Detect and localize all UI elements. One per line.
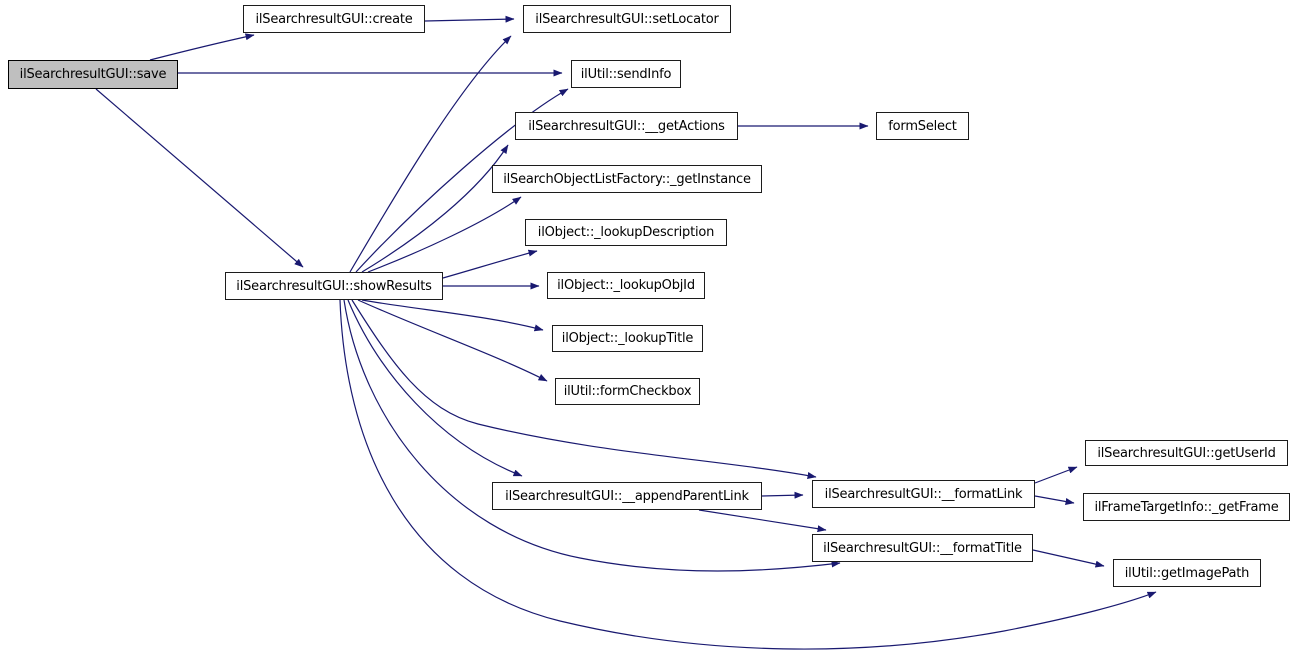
node-getImagePath[interactable]: ilUtil::getImagePath xyxy=(1113,559,1261,587)
node-formatTitle[interactable]: ilSearchresultGUI::__formatTitle xyxy=(812,534,1033,562)
edge-showResults-sendInfo xyxy=(355,88,569,273)
node-formCheckbox[interactable]: ilUtil::formCheckbox xyxy=(555,378,700,405)
node-getActions[interactable]: ilSearchresultGUI::__getActions xyxy=(515,112,738,140)
edge-showResults-lookupDescription xyxy=(442,249,538,279)
node-getInstance[interactable]: ilSearchObjectListFactory::_getInstance xyxy=(492,165,762,193)
edge-showResults-formatLink xyxy=(351,299,817,479)
node-formatLink[interactable]: ilSearchresultGUI::__formatLink xyxy=(812,480,1035,508)
edge-appendParentLink-formatTitle xyxy=(698,509,827,533)
node-formSelect[interactable]: formSelect xyxy=(876,112,969,140)
edge-create-setLocator xyxy=(424,15,515,23)
edge-save-create xyxy=(149,33,255,61)
node-save[interactable]: ilSearchresultGUI::save xyxy=(8,60,178,89)
edge-showResults-appendParentLink xyxy=(347,299,523,477)
node-getFrame[interactable]: ilFrameTargetInfo::_getFrame xyxy=(1083,493,1290,521)
edge-appendParentLink-formatLink xyxy=(761,491,804,499)
node-lookupTitle[interactable]: ilObject::_lookupTitle xyxy=(552,325,703,352)
node-getUserId[interactable]: ilSearchresultGUI::getUserId xyxy=(1085,440,1288,466)
node-setLocator[interactable]: ilSearchresultGUI::setLocator xyxy=(523,5,731,33)
node-sendInfo[interactable]: ilUtil::sendInfo xyxy=(571,60,681,88)
edge-formatTitle-getImagePath xyxy=(1032,549,1105,568)
edge-showResults-lookupTitle xyxy=(361,299,544,332)
node-showResults[interactable]: ilSearchresultGUI::showResults xyxy=(225,272,443,300)
node-appendParentLink[interactable]: ilSearchresultGUI::__appendParentLink xyxy=(492,482,762,510)
node-lookupObjId[interactable]: ilObject::_lookupObjId xyxy=(547,272,705,299)
edge-showResults-setLocator xyxy=(349,35,512,273)
node-create[interactable]: ilSearchresultGUI::create xyxy=(243,5,425,33)
edge-showResults-getInstance xyxy=(367,196,522,273)
edge-formatLink-getUserId xyxy=(1034,466,1078,484)
edge-showResults-formCheckbox xyxy=(357,299,548,382)
node-lookupDescription[interactable]: ilObject::_lookupDescription xyxy=(525,219,727,246)
edge-showResults-getActions xyxy=(361,144,509,273)
edge-showResults-formatTitle xyxy=(343,299,841,572)
edge-save-showResults xyxy=(95,88,304,268)
edge-showResults-getImagePath xyxy=(339,299,1157,650)
edge-formatLink-getFrame xyxy=(1034,495,1075,505)
